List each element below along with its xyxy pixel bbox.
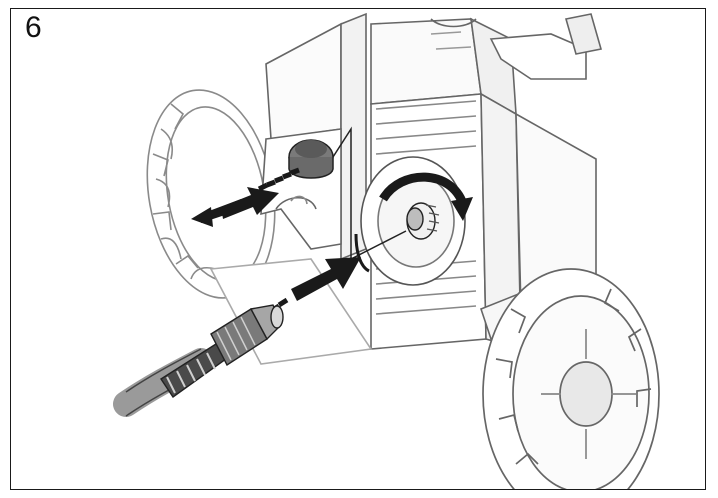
right-wheel [482, 268, 660, 489]
hose-coupling [160, 304, 284, 398]
remove-cap-arrow-icon [191, 167, 300, 227]
illustration-frame: 6 [10, 8, 706, 490]
callout-lines [332, 126, 407, 261]
inlet-cap [288, 139, 334, 179]
pressure-washer-illustration [113, 12, 660, 489]
water-inlet-connector [406, 202, 440, 240]
step-number: 6 [25, 11, 42, 44]
